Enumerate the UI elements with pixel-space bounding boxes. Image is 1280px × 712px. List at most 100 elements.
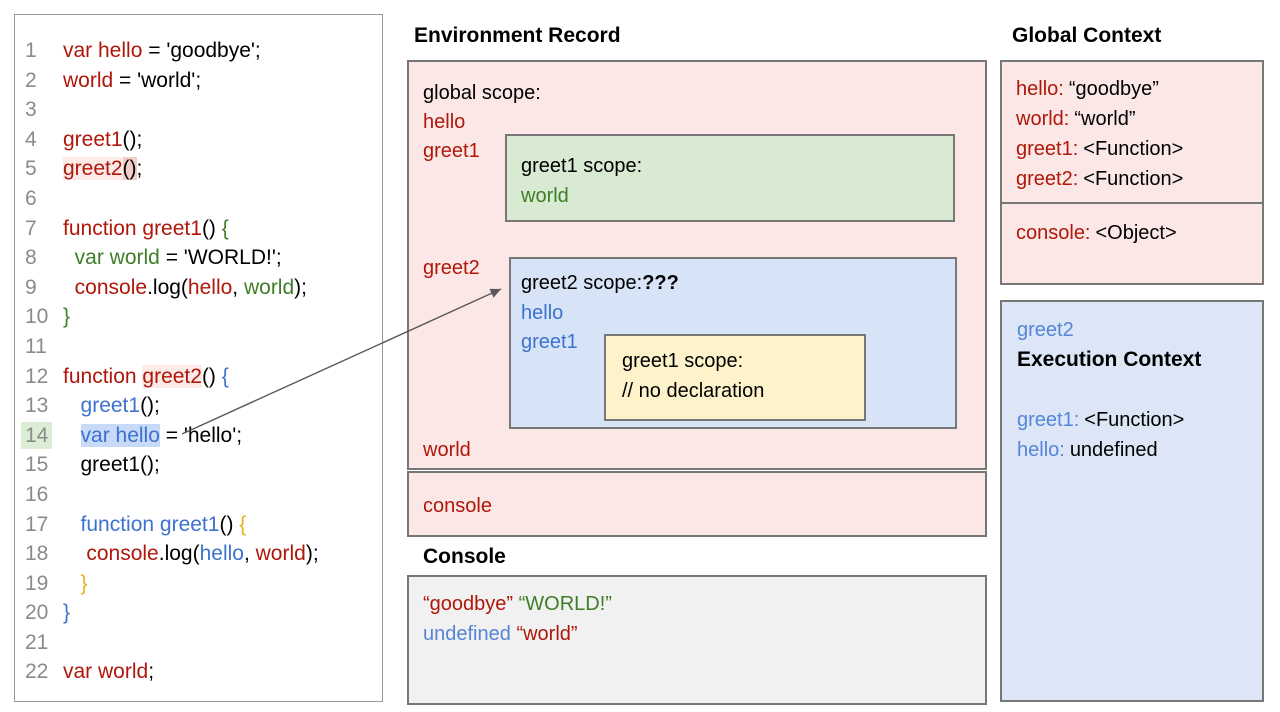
line-number: 12: [25, 364, 49, 388]
entry-label: world:: [1016, 108, 1070, 130]
execution-context-entry: hello:undefined: [1017, 435, 1247, 465]
code-token: greet2: [142, 364, 202, 388]
code-line: 11: [15, 332, 382, 362]
global-context-vars-cell: hello:“goodbye” world:“world” greet1:<Fu…: [1002, 62, 1262, 202]
execution-context-title: Execution Context: [1017, 348, 1202, 371]
line-number: 8: [25, 246, 37, 270]
code-line: 3: [15, 95, 382, 125]
code-token: greet1();: [63, 453, 160, 477]
greet2-scope-var-hello: hello: [521, 302, 564, 324]
console-output-box: “goodbye” “WORLD!”undefined “world”: [407, 575, 987, 705]
line-number: 20: [25, 601, 49, 625]
global-context-entry: hello:“goodbye”: [1016, 74, 1248, 104]
code-line: 20}: [15, 598, 382, 628]
code-token: var hello: [63, 39, 143, 62]
code-token: );: [294, 275, 307, 299]
console-output-line: “goodbye” “WORLD!”: [423, 589, 971, 619]
code-token: [63, 276, 75, 299]
entry-value: <Function>: [1084, 409, 1185, 431]
entry-label: hello:: [1016, 78, 1064, 100]
code-line: 14 var hello = 'hello';: [15, 421, 382, 451]
code-token: world: [255, 542, 306, 566]
code-line: 18 console.log(hello, world);: [15, 539, 382, 569]
code-line: 17 function greet1() {: [15, 510, 382, 540]
execution-context-entry: greet1:<Function>: [1017, 405, 1247, 435]
line-number: 13: [25, 394, 49, 418]
entry-label: hello:: [1017, 439, 1065, 461]
code-token: “world”: [516, 623, 578, 645]
code-token: greet2: [63, 157, 123, 181]
global-var-world: world: [423, 439, 471, 461]
entry-label: greet1:: [1016, 138, 1079, 160]
code-token: = 'WORLD!';: [159, 246, 282, 270]
greet2-scope-box: greet2 scope:??? hello greet1 greet1 sco…: [509, 257, 957, 429]
line-number: 22: [25, 660, 49, 684]
code-token: = 'goodbye';: [142, 39, 261, 62]
line-number: 5: [25, 157, 37, 181]
line-number: 6: [25, 186, 37, 210]
global-context-entry: greet2:<Function>: [1016, 164, 1248, 194]
entry-label: console:: [1016, 222, 1091, 244]
code-token: }: [63, 601, 71, 625]
code-line: 16: [15, 480, 382, 510]
code-line: 6: [15, 184, 382, 214]
entry-value: <Function>: [1083, 138, 1184, 160]
code-token: }: [63, 305, 71, 329]
console-output-line: undefined “world”: [423, 619, 971, 649]
inner-greet1-scope-box: greet1 scope: // no declaration: [604, 334, 866, 421]
entry-value: “goodbye”: [1068, 78, 1159, 100]
line-number: 16: [25, 482, 49, 506]
line-number: 2: [25, 68, 37, 92]
line-number: 9: [25, 275, 37, 299]
code-line: 8 var world = 'WORLD!';: [15, 243, 382, 273]
global-context-entry: greet1:<Function>: [1016, 134, 1248, 164]
global-context-entry: world:“world”: [1016, 104, 1248, 134]
code-token: .log(: [158, 542, 200, 566]
code-line: 9 console.log(hello, world);: [15, 273, 382, 303]
code-token: “goodbye”: [423, 593, 514, 615]
line-number: 21: [25, 630, 49, 654]
line-number: 17: [25, 512, 49, 536]
code-token: console: [86, 542, 159, 566]
code-token: [63, 572, 81, 595]
code-token: (): [201, 364, 222, 388]
code-token: var world: [74, 246, 160, 270]
line-number: 4: [25, 127, 37, 151]
entry-value: <Object>: [1095, 222, 1177, 244]
code-token: ,: [232, 275, 244, 299]
line-number: 11: [25, 334, 47, 358]
line-number: 15: [25, 453, 49, 477]
code-token: world: [243, 275, 295, 299]
greet2-scope-label: greet2 scope:: [521, 272, 643, 294]
code-line: 13 greet1();: [15, 391, 382, 421]
code-token: = 'hello';: [159, 423, 243, 447]
line-number: 14: [15, 421, 63, 451]
execution-context-box: greet2 Execution Context greet1:<Functio…: [1000, 300, 1264, 702]
code-token: console: [74, 275, 148, 299]
console-title: Console: [423, 545, 506, 568]
global-console-box: console: [407, 471, 987, 537]
code-line: 21: [15, 628, 382, 658]
code-token: {: [239, 512, 247, 536]
code-token: undefined: [423, 623, 511, 645]
global-context-box: hello:“goodbye” world:“world” greet1:<Fu…: [1000, 60, 1264, 285]
code-token: ;: [136, 157, 143, 181]
code-token: (): [122, 157, 137, 181]
greet2-scope-unknown: ???: [642, 272, 679, 294]
code-token: “WORLD!”: [518, 593, 612, 615]
global-context-console-entry: console:<Object>: [1016, 218, 1248, 248]
code-token: function greet1: [80, 512, 220, 536]
code-token: [63, 394, 81, 417]
code-line: 10}: [15, 302, 382, 332]
execution-context-fn-name: greet2: [1017, 319, 1074, 341]
code-token: ();: [122, 127, 143, 151]
code-token: var hello: [80, 423, 160, 447]
code-token: ();: [140, 394, 160, 418]
code-token: hello: [187, 275, 233, 299]
